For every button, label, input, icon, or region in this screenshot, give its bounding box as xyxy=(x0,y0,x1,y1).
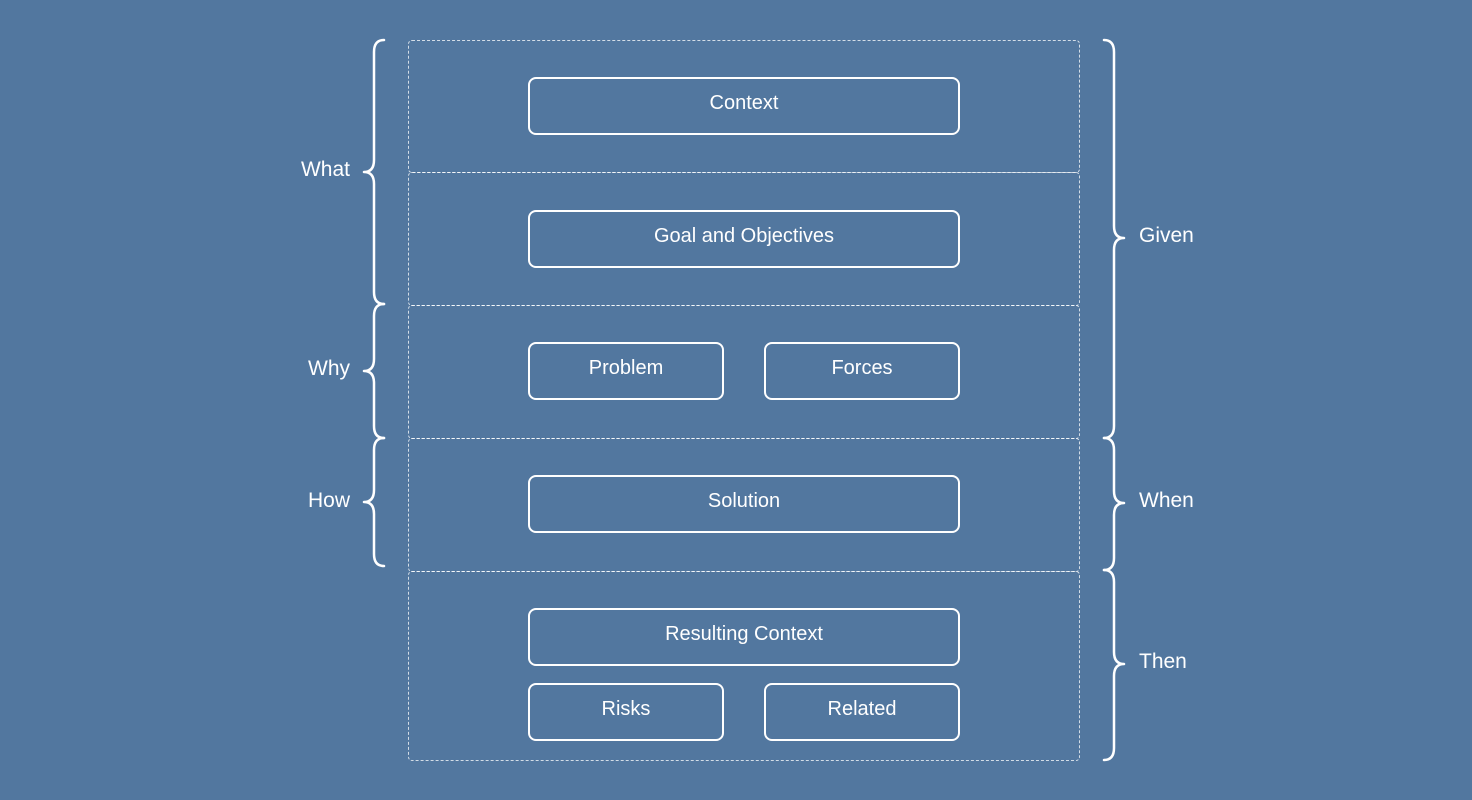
then-brace xyxy=(1102,568,1126,762)
why-brace xyxy=(362,302,386,440)
given-brace xyxy=(1102,38,1126,440)
context-box: Context xyxy=(528,77,960,135)
given-label: Given xyxy=(1139,224,1194,247)
why-label: Why xyxy=(308,357,350,380)
forces-box: Forces xyxy=(764,342,960,400)
resulting-context-box: Resulting Context xyxy=(528,608,960,666)
related-box: Related xyxy=(764,683,960,741)
solution-box: Solution xyxy=(528,475,960,533)
problem-forces-section xyxy=(408,305,1080,439)
how-label: How xyxy=(307,489,350,512)
goal-and-objectives-box: Goal and Objectives xyxy=(528,210,960,268)
how-brace xyxy=(362,436,386,568)
what-brace xyxy=(362,38,386,306)
what-label: What xyxy=(300,158,350,181)
then-label: Then xyxy=(1139,650,1187,673)
result-section xyxy=(408,571,1080,761)
when-brace xyxy=(1102,436,1126,572)
when-label: When xyxy=(1139,489,1194,512)
risks-box: Risks xyxy=(528,683,724,741)
problem-box: Problem xyxy=(528,342,724,400)
